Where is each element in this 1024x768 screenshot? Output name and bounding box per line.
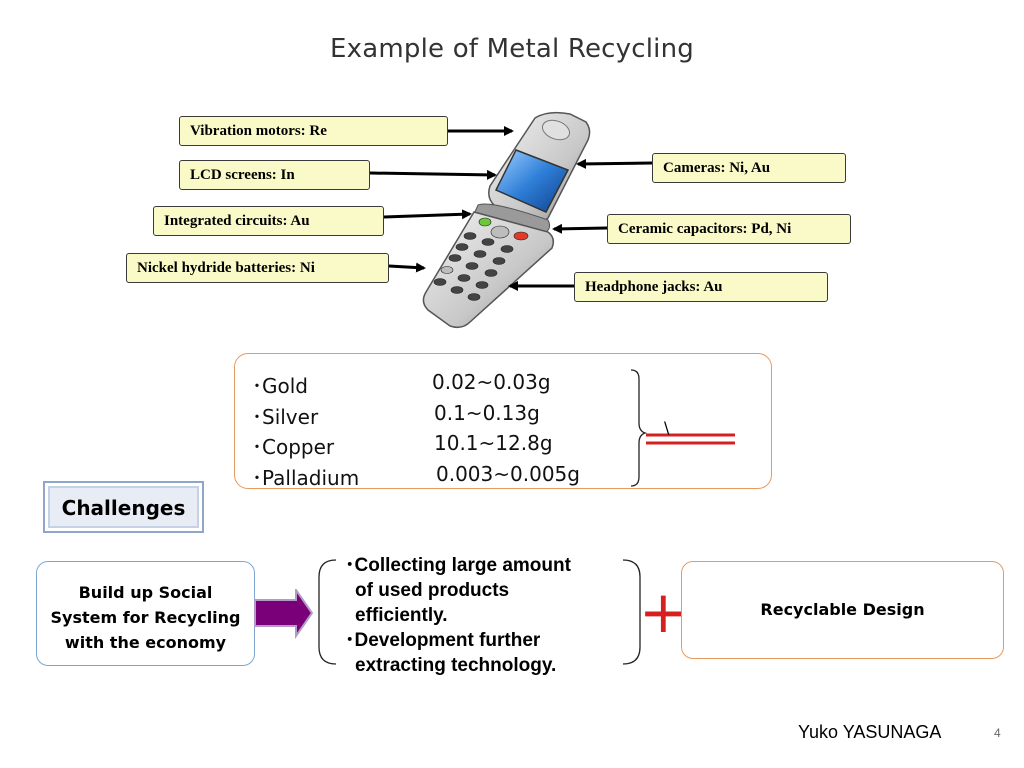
metal-row-gold: ･Gold bbox=[252, 370, 308, 399]
metal-name: Silver bbox=[262, 405, 319, 429]
metals-panel bbox=[234, 353, 772, 489]
arrow-cameras bbox=[576, 158, 653, 169]
not-equal-slash: \ bbox=[664, 418, 670, 437]
footer-author: Yuko YASUNAGA bbox=[798, 722, 942, 742]
metal-amount-silver: 0.1~0.13g bbox=[434, 401, 540, 425]
arrow-battery bbox=[388, 262, 426, 273]
challenge-item-2: ･Development further extracting technolo… bbox=[345, 628, 556, 678]
label-vibration-motors: Vibration motors: Re bbox=[179, 116, 448, 146]
challenge-1-line-2: of used products bbox=[355, 580, 510, 601]
metal-amount-copper: 10.1~12.8g bbox=[434, 431, 553, 455]
metal-amount-gold: 0.02~0.03g bbox=[432, 370, 551, 394]
slide-title: Example of Metal Recycling bbox=[330, 34, 694, 64]
bullet: ･ bbox=[252, 466, 262, 490]
metal-name: Gold bbox=[262, 374, 308, 398]
phone-icon bbox=[422, 111, 591, 329]
bullet: ･ bbox=[252, 374, 262, 398]
social-system-text: Build up Social System for Recycling wit… bbox=[50, 583, 241, 652]
challenges-heading: Challenges bbox=[61, 496, 186, 520]
page-number: 4 bbox=[994, 726, 1001, 740]
challenge-2-line-2: extracting technology. bbox=[355, 655, 557, 676]
bullet: ･ bbox=[252, 405, 262, 429]
challenge-item-1: ･Collecting large amount of used product… bbox=[345, 553, 571, 628]
plus-icon: + bbox=[639, 578, 688, 646]
metal-row-copper: ･Copper bbox=[252, 431, 334, 460]
challenge-1-line-1: Collecting large amount bbox=[354, 555, 571, 576]
right-brace-icon bbox=[630, 369, 648, 487]
metal-amount-palladium: 0.003~0.005g bbox=[436, 462, 580, 486]
arrow-ic bbox=[383, 209, 472, 220]
brace-not-equal bbox=[630, 369, 735, 487]
arrow-lcd bbox=[369, 169, 497, 180]
recyclable-design-text: Recyclable Design bbox=[760, 600, 925, 619]
challenge-2-line-1: Development further bbox=[354, 630, 541, 651]
bullet: ･ bbox=[345, 630, 355, 651]
bullet: ･ bbox=[345, 555, 355, 576]
label-lcd-screens: LCD screens: In bbox=[179, 160, 370, 190]
challenges-heading-box: Challenges bbox=[43, 481, 204, 533]
purple-arrow-icon bbox=[254, 589, 314, 639]
label-nickel-batteries: Nickel hydride batteries: Ni bbox=[126, 253, 389, 283]
metal-name: Palladium bbox=[262, 466, 360, 490]
metal-row-palladium: ･Palladium bbox=[252, 462, 359, 491]
recyclable-design-box: Recyclable Design bbox=[681, 561, 1004, 659]
metal-name: Copper bbox=[262, 435, 335, 459]
label-cameras: Cameras: Ni, Au bbox=[652, 153, 846, 183]
phone-diagram bbox=[369, 111, 653, 329]
bullet: ･ bbox=[252, 435, 262, 459]
label-integrated-circuits: Integrated circuits: Au bbox=[153, 206, 384, 236]
challenge-1-line-3: efficiently. bbox=[355, 605, 448, 626]
challenge-brackets bbox=[318, 559, 641, 665]
arrow-capacitors bbox=[552, 223, 608, 234]
label-ceramic-capacitors: Ceramic capacitors: Pd, Ni bbox=[607, 214, 851, 244]
social-system-box: Build up Social System for Recycling wit… bbox=[36, 561, 255, 666]
label-headphone-jacks: Headphone jacks: Au bbox=[574, 272, 828, 302]
metal-row-silver: ･Silver bbox=[252, 401, 318, 430]
